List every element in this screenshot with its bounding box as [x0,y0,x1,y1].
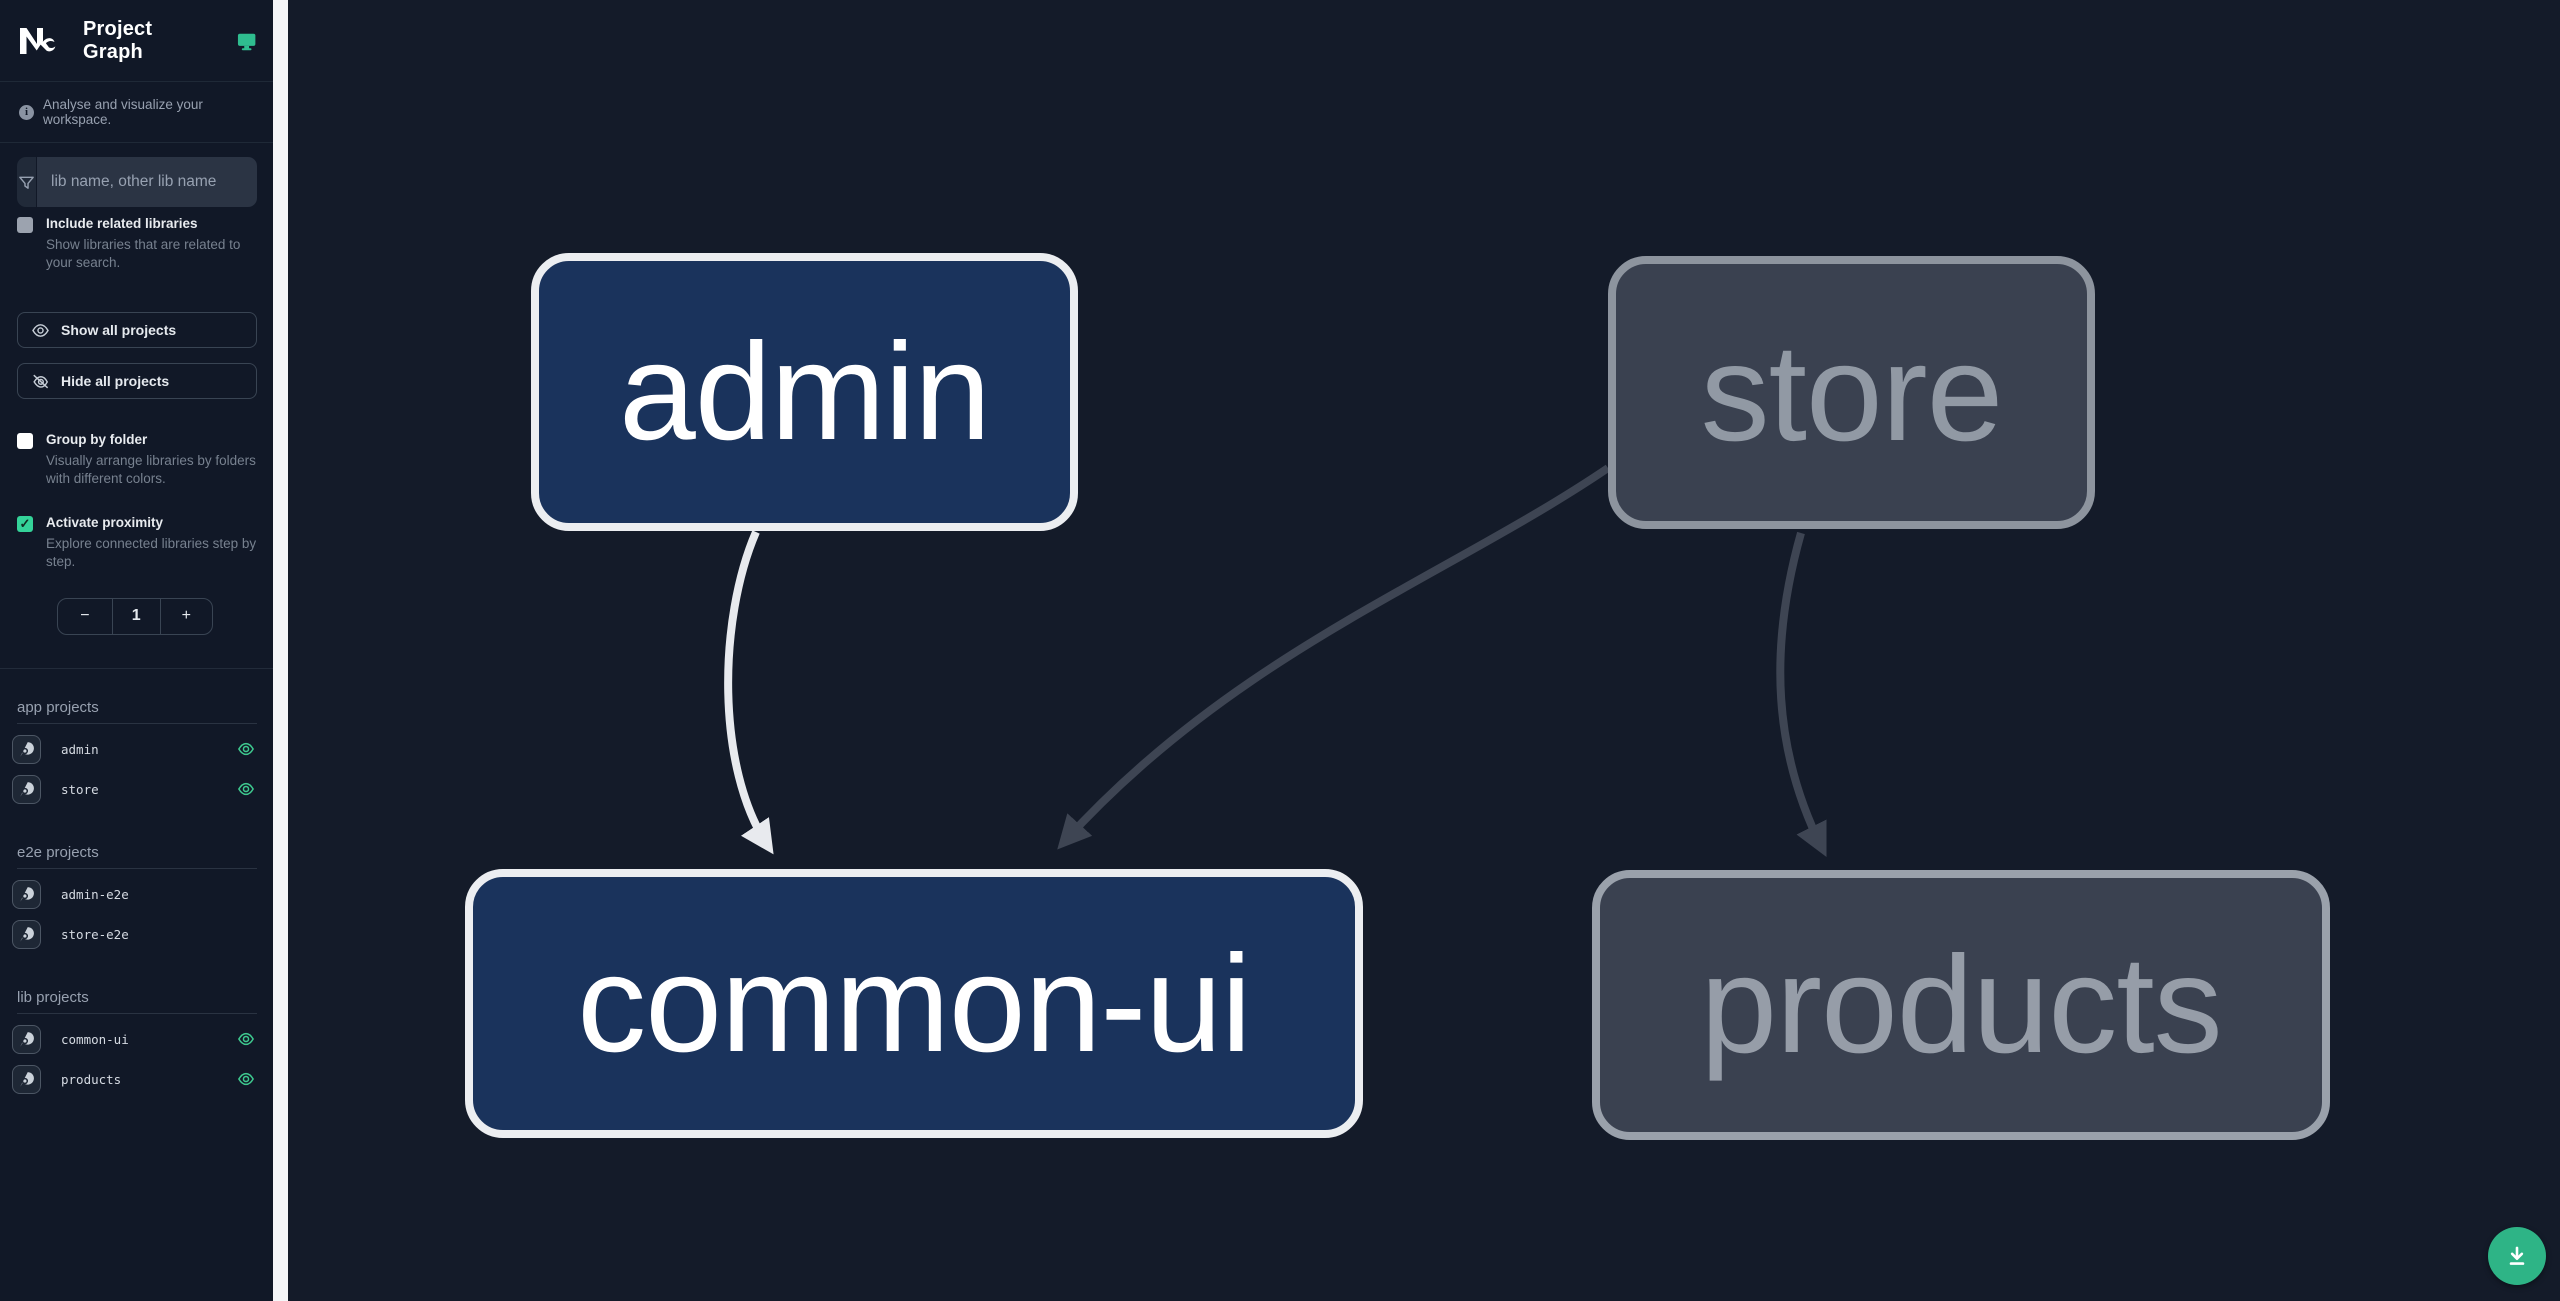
project-name[interactable]: common-ui [61,1031,129,1047]
section-heading: e2e projects [17,844,257,869]
search-bar [17,157,257,207]
focus-project-button[interactable] [12,919,41,949]
focus-icon [20,927,34,942]
graph-node-store[interactable]: store [1608,256,2095,529]
project-row-store-e2e: store-e2e [12,919,255,949]
node-label: store [1700,315,2004,470]
search-input[interactable] [37,157,257,207]
project-row-store: store [12,774,255,804]
checkbox-group-by-folder[interactable] [17,433,33,450]
proximity-stepper: − 1 + [57,597,213,635]
hide-all-projects-label: Hide all projects [61,373,170,390]
download-icon [2509,1246,2525,1265]
sidebar-header: Project Graph [0,0,273,82]
toggle-visibility-eye-icon[interactable] [237,780,255,798]
option-label: Activate proximity [46,514,164,530]
focus-project-button[interactable] [12,734,41,764]
show-all-projects-button[interactable]: Show all projects [17,312,257,349]
sidebar-scrollbar[interactable] [273,0,288,1301]
focus-project-button[interactable] [12,1024,41,1054]
toggle-visibility-eye-icon[interactable] [237,740,255,758]
download-graph-button[interactable] [2488,1227,2546,1285]
option-label: Include related libraries [46,216,198,231]
option-group-by-folder[interactable]: Group by folder Visually arrange librari… [0,432,273,488]
option-description: Show libraries that are related to your … [46,236,241,271]
project-row-admin: admin [12,734,255,764]
filter-funnel-icon [17,157,37,207]
graph-node-common-ui[interactable]: common-ui [465,869,1363,1138]
edge-admin-to-common-ui[interactable] [724,530,774,855]
proximity-value: 1 [111,598,161,634]
workspace-tagline: Analyse and visualize your workspace. [43,97,203,127]
focus-icon [20,887,34,902]
checkbox-activate-proximity[interactable]: ✓ [17,515,33,532]
project-row-products: products [12,1064,255,1094]
sidebar: Project Graph i Analyse and visualize yo… [0,0,273,1301]
section-e2e-projects: e2e projects admin-e2e store-e2e [0,844,273,949]
node-label: common-ui [577,926,1252,1081]
eye-icon [32,323,49,337]
node-label: admin [619,315,991,469]
node-label: products [1700,928,2222,1082]
project-name[interactable]: store [61,781,99,797]
page-title: Project Graph [83,17,153,63]
proximity-decrement-button[interactable]: − [80,607,90,625]
section-lib-projects: lib projects common-ui products [0,989,273,1094]
hide-all-projects-button[interactable]: Hide all projects [17,363,257,400]
sidebar-divider [0,667,273,669]
focus-project-button[interactable] [12,879,41,909]
graph-edges [724,464,1827,858]
focus-project-button[interactable] [12,774,41,804]
section-heading: app projects [17,699,257,724]
option-include-related[interactable]: Include related libraries Show libraries… [0,216,273,272]
monitor-icon[interactable] [236,30,257,52]
nx-logo-icon [20,27,56,54]
edge-store-to-products[interactable] [1776,531,1827,858]
option-description: Explore connected libraries step by step… [46,535,257,569]
focus-icon [20,1072,34,1087]
project-row-common-ui: common-ui [12,1024,255,1054]
focus-icon [20,1032,34,1047]
eye-off-icon [33,374,49,389]
project-name[interactable]: products [61,1071,122,1087]
project-name[interactable]: store-e2e [61,926,129,942]
option-description: Visually arrange libraries by folders wi… [46,453,256,487]
project-row-admin-e2e: admin-e2e [12,879,255,909]
checkbox-include-related[interactable] [17,217,33,233]
project-graph-canvas[interactable]: admin store common-ui products [288,0,2560,1301]
section-app-projects: app projects admin store [0,699,273,804]
option-activate-proximity[interactable]: ✓ Activate proximity Explore connected l… [0,515,273,571]
graph-node-admin[interactable]: admin [531,253,1078,531]
focus-icon [20,782,34,797]
section-heading: lib projects [17,989,257,1014]
edge-store-to-common-ui[interactable] [1057,464,1611,850]
toggle-visibility-eye-icon[interactable] [237,1030,255,1048]
info-icon: i [19,104,34,120]
workspace-tagline-row: i Analyse and visualize your workspace. [0,82,273,143]
project-name[interactable]: admin [61,741,99,757]
project-name[interactable]: admin-e2e [61,886,129,902]
focus-icon [20,742,34,757]
option-label: Group by folder [46,432,148,448]
focus-project-button[interactable] [12,1064,41,1094]
proximity-increment-button[interactable]: + [181,607,191,625]
show-all-projects-label: Show all projects [61,322,177,339]
graph-node-products[interactable]: products [1592,870,2330,1140]
toggle-visibility-eye-icon[interactable] [237,1070,255,1088]
